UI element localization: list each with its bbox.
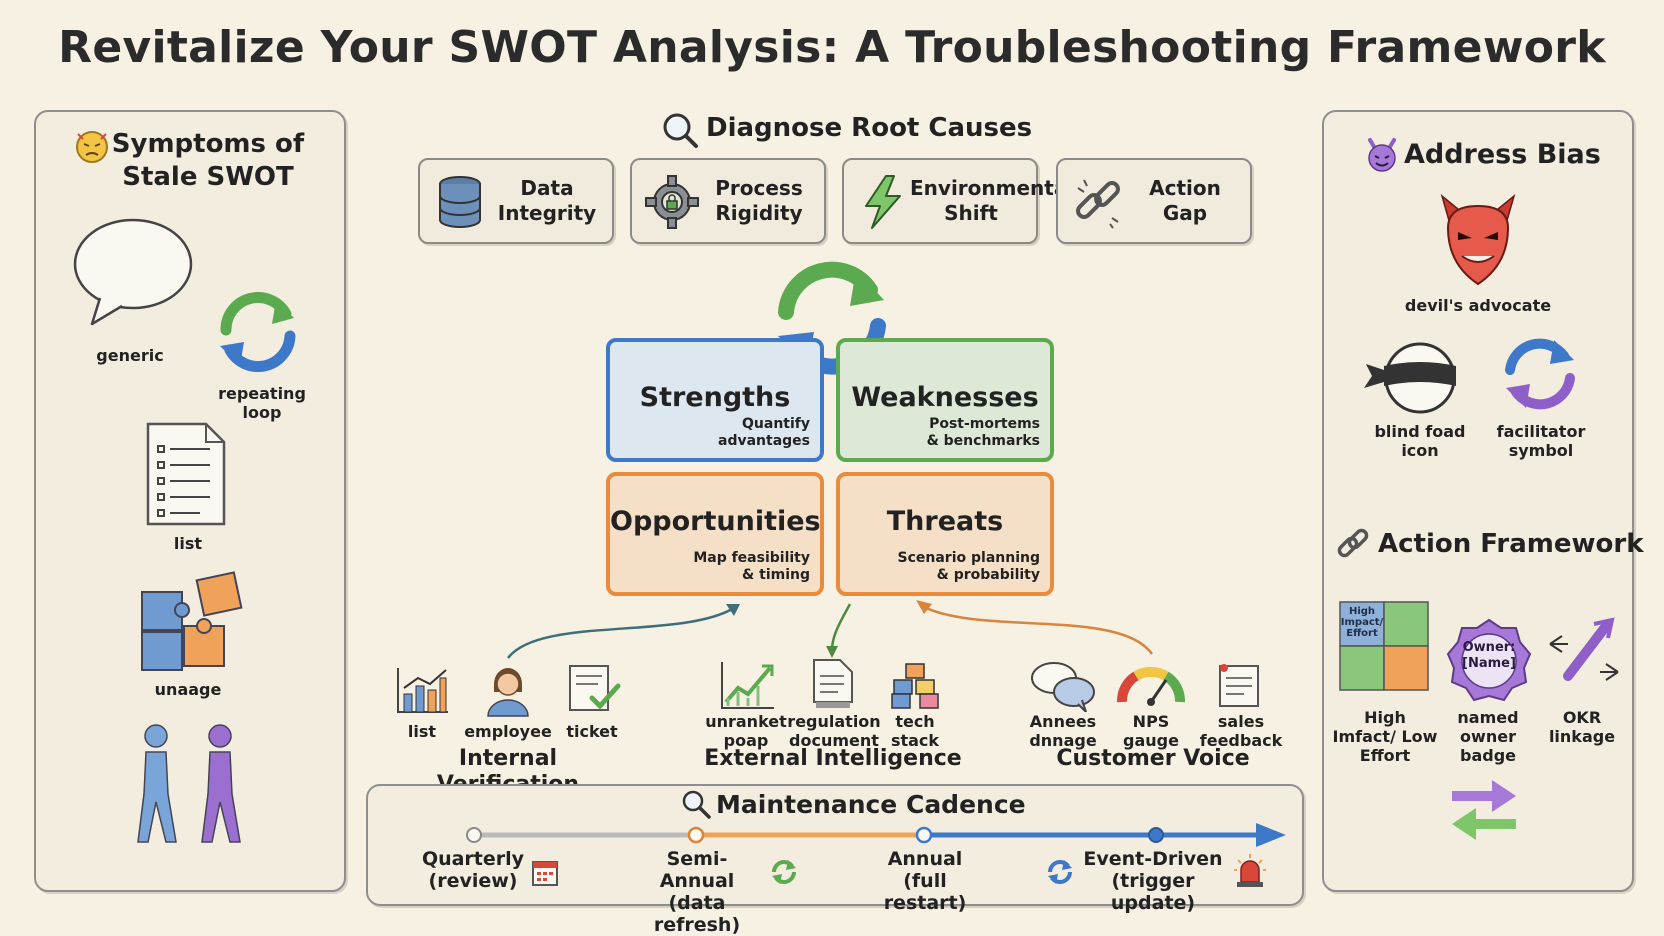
- cause-label: Action Gap: [1149, 176, 1221, 225]
- action-item-okr-linkage: OKR linkage: [1548, 708, 1616, 746]
- quadrant-opportunities: Opportunities Map feasibility& timing: [606, 472, 824, 596]
- cause-card-data-integrity: Data Integrity: [418, 158, 614, 244]
- quadrant-weaknesses: Weaknesses Post-mortems& benchmarks: [836, 338, 1054, 462]
- employee-icon: [487, 668, 529, 717]
- magnifier-icon: [682, 790, 711, 819]
- cause-card-environmental-shift: Environmental Shift: [842, 158, 1075, 244]
- owner-badge-text: Owner: [Name]: [1462, 640, 1516, 671]
- calendar-icon: [532, 861, 558, 886]
- action-framework-title: Action Framework: [1378, 529, 1644, 559]
- okr-linkage-icon: [1549, 617, 1619, 681]
- alarm-siren-icon: [1234, 854, 1266, 887]
- speech-bubble-icon: [73, 218, 193, 326]
- people-walking-icon: [137, 724, 241, 843]
- internal-item-list: list: [407, 722, 437, 741]
- internal-item-ticket: ticket: [566, 722, 618, 741]
- ticket-check-icon: [569, 665, 621, 711]
- symptom-label-repeating-loop: repeating loop: [218, 384, 306, 422]
- refresh-icon: [1048, 860, 1072, 884]
- customer-item-nps-gauge: NPS gauge: [1123, 712, 1179, 750]
- customer-item-annees-dnnage: Annees dnnage: [1029, 712, 1097, 750]
- tech-stack-icon: [891, 663, 939, 709]
- bias-item-facilitator-symbol: facilitator symbol: [1496, 422, 1586, 460]
- threats-title: Threats: [886, 506, 1004, 537]
- maintenance-cadence-panel: [366, 784, 1304, 906]
- customer-voice-title: Customer Voice: [1056, 746, 1250, 771]
- matrix-cell-label: High Impact/ Effort: [1340, 606, 1384, 639]
- internal-item-employee: employee: [464, 722, 552, 741]
- symptoms-title: Symptoms of Stale SWOT: [111, 129, 305, 192]
- sick-face-icon: [76, 131, 108, 163]
- nps-gauge-icon: [1117, 666, 1185, 706]
- cadence-stop-quarterly: Quarterly(review): [421, 848, 525, 892]
- quadrant-threats: Threats Scenario planning& probability: [836, 472, 1054, 596]
- strengths-title: Strengths: [639, 382, 791, 413]
- symptom-label-list: list: [173, 534, 203, 553]
- weaknesses-subtitle: Post-mortems& benchmarks: [926, 416, 1040, 449]
- list-document-icon: [146, 422, 226, 526]
- magnifier-icon: [663, 113, 698, 148]
- devil-icon: [1368, 138, 1396, 172]
- impact-effort-matrix-icon: [1339, 601, 1429, 691]
- page-title: Revitalize Your SWOT Analysis: A Trouble…: [58, 22, 1606, 73]
- owner-badge-icon: [1446, 618, 1532, 702]
- opportunities-title: Opportunities: [610, 506, 821, 537]
- devils-advocate-mask-icon: [1440, 194, 1516, 286]
- database-icon: [439, 176, 481, 228]
- cadence-stop-annual: Annual(full restart): [883, 848, 967, 914]
- threats-subtitle: Scenario planning& probability: [897, 550, 1040, 583]
- action-item-named-owner-badge: named owner badge: [1457, 708, 1519, 765]
- weaknesses-title: Weaknesses: [851, 382, 1039, 413]
- feedback-form-icon: [1219, 664, 1259, 707]
- facilitator-cycle-icon: [1505, 338, 1575, 410]
- cause-label: Process Rigidity: [715, 176, 803, 225]
- address-bias-title: Address Bias: [1404, 139, 1601, 170]
- cadence-stop-semi-annual: Semi-Annual(data refresh): [653, 848, 741, 936]
- symptom-label-unaage: unaage: [154, 680, 222, 699]
- cause-card-action-gap: Action Gap: [1056, 158, 1252, 244]
- diagnose-title: Diagnose Root Causes: [706, 113, 1033, 143]
- lightning-icon: [865, 175, 901, 229]
- external-item-tech-stack: tech stack: [890, 712, 940, 750]
- cadence-timeline: [466, 823, 1286, 847]
- cadence-title: Maintenance Cadence: [716, 790, 1026, 819]
- chain-link-icon: [1337, 528, 1369, 558]
- cause-label: Environmental Shift: [910, 176, 1075, 225]
- refresh-icon: [772, 860, 796, 884]
- repeating-loop-icon: [220, 292, 296, 373]
- external-item-regulation-document: regulation document: [787, 712, 881, 750]
- bias-item-devils-advocate: devil's advocate: [1404, 296, 1552, 315]
- cadence-stop-event-driven: Event-Driven(trigger update): [1083, 848, 1223, 914]
- bar-chart-icon: [397, 668, 448, 713]
- external-intelligence-title: External Intelligence: [704, 746, 962, 771]
- opportunities-subtitle: Map feasibility& timing: [693, 550, 810, 583]
- action-item-high-impact-low-effort: High Imfact/ Low Effort: [1332, 708, 1438, 765]
- chat-bubbles-icon: [1031, 662, 1095, 712]
- bias-item-blind-foad-icon: blind foad icon: [1374, 422, 1466, 460]
- puzzle-pieces-icon: [141, 571, 243, 671]
- flow-arrows: [507, 600, 1154, 659]
- broken-chain-icon: [1076, 179, 1120, 229]
- swap-arrows-icon: [1452, 780, 1516, 840]
- external-item-unranket-poap: unranket poap: [705, 712, 787, 750]
- cause-card-process-rigidity: Process Rigidity: [630, 158, 826, 244]
- symptom-label-generic: generic: [96, 346, 164, 365]
- blindfold-icon: [1364, 342, 1456, 414]
- gear-lock-icon: [645, 175, 699, 229]
- regulation-document-icon: [813, 659, 853, 708]
- customer-item-sales-feedback: sales feedback: [1199, 712, 1283, 750]
- cause-label: Data Integrity: [497, 176, 597, 225]
- trend-chart-icon: [721, 662, 774, 709]
